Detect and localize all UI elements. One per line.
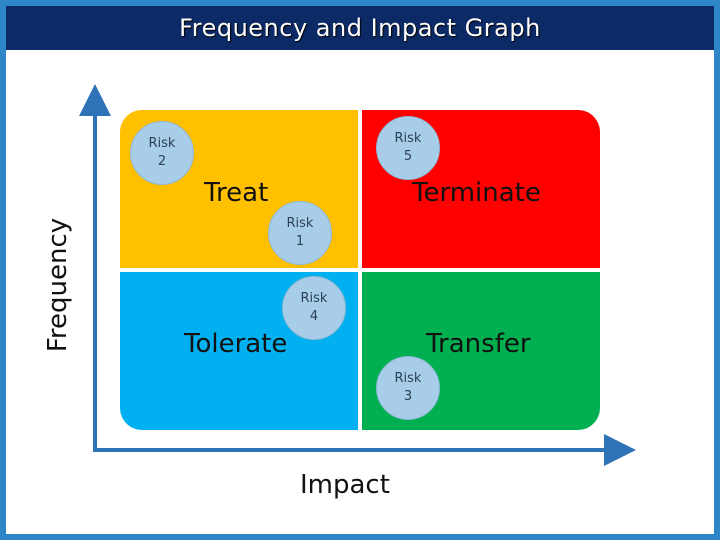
quadrant-label-treat: Treat bbox=[204, 178, 269, 208]
risk-number: 2 bbox=[157, 154, 167, 169]
y-axis-label: Frequency bbox=[43, 217, 73, 353]
risk-word: Risk bbox=[300, 291, 328, 306]
risk-word: Risk bbox=[148, 136, 176, 151]
x-axis-label: Impact bbox=[300, 470, 390, 500]
quadrant-label-terminate: Terminate bbox=[412, 178, 541, 208]
title-bar: Frequency and Impact Graph bbox=[6, 6, 714, 50]
quadrant-label-transfer: Transfer bbox=[426, 329, 531, 359]
risk-number: 4 bbox=[309, 309, 319, 324]
risk-word: Risk bbox=[394, 131, 422, 146]
page-title: Frequency and Impact Graph bbox=[179, 14, 541, 42]
quadrant-label-tolerate: Tolerate bbox=[184, 329, 288, 359]
risk-number: 1 bbox=[295, 234, 305, 249]
risk-bubble-5: Risk 5 bbox=[376, 116, 440, 180]
risk-number: 3 bbox=[403, 389, 413, 404]
risk-word: Risk bbox=[394, 371, 422, 386]
risk-bubble-3: Risk 3 bbox=[376, 356, 440, 420]
risk-number: 5 bbox=[403, 149, 413, 164]
risk-word: Risk bbox=[286, 216, 314, 231]
risk-bubble-2: Risk 2 bbox=[130, 121, 194, 185]
risk-bubble-1: Risk 1 bbox=[268, 201, 332, 265]
risk-bubble-4: Risk 4 bbox=[282, 276, 346, 340]
